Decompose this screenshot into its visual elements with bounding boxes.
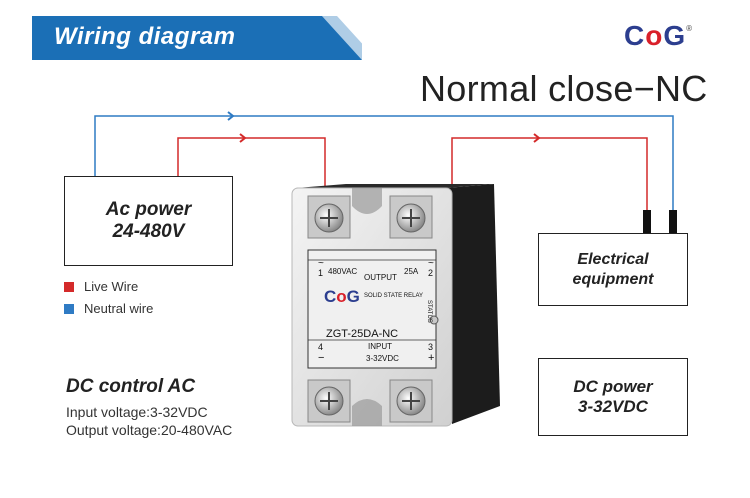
electrical-equipment-box: Electrical equipment bbox=[538, 233, 688, 306]
legend-neutral: Neutral wire bbox=[64, 301, 153, 316]
tilde-right: ~ bbox=[428, 258, 434, 269]
neutral-wire bbox=[94, 115, 674, 212]
ac-power-label: Ac power bbox=[105, 199, 192, 220]
dc-power-box: DC power 3-32VDC bbox=[538, 358, 688, 436]
solid-state-relay: 1 480VAC OUTPUT 25A 2 ~ ~ CoG SOLID STAT… bbox=[286, 180, 502, 450]
legend-live: Live Wire bbox=[64, 279, 138, 294]
relay-status-label: STATUS bbox=[426, 300, 432, 323]
relay-brand: CoG bbox=[324, 287, 360, 306]
relay-model: ZGT-25DA-NC bbox=[326, 328, 399, 340]
plug-prong-live bbox=[643, 210, 651, 234]
output-voltage-spec: Output voltage:20-480VAC bbox=[66, 422, 233, 438]
minus-sign: − bbox=[318, 352, 325, 364]
relay-body bbox=[291, 184, 500, 427]
live-arrow-right bbox=[533, 133, 541, 143]
brand-logo: CoG® bbox=[624, 20, 694, 51]
ac-power-box: Ac power 24-480V bbox=[64, 176, 233, 266]
relay-output-label: OUTPUT bbox=[364, 273, 397, 282]
live-wire-output bbox=[451, 137, 648, 212]
tilde-left: ~ bbox=[318, 258, 324, 269]
live-arrow-left bbox=[239, 133, 247, 143]
relay-input-label: INPUT bbox=[368, 342, 392, 351]
dc-control-title: DC control AC bbox=[66, 376, 196, 397]
section-banner: Wiring diagram bbox=[32, 16, 362, 60]
terminal-4-label: 4 bbox=[318, 342, 324, 352]
relay-subtitle: SOLID STATE RELAY bbox=[364, 293, 424, 299]
live-wire-input bbox=[177, 137, 326, 186]
relay-amp-rating: 25A bbox=[404, 267, 419, 276]
plug-prong-neutral bbox=[669, 210, 677, 234]
terminal-1-label: 1 bbox=[318, 268, 324, 278]
relay-ac-rating: 480VAC bbox=[328, 267, 358, 276]
plus-sign: + bbox=[428, 352, 435, 364]
neutral-swatch bbox=[64, 304, 74, 314]
banner-shape bbox=[32, 16, 362, 60]
terminal-3-label: 3 bbox=[428, 342, 434, 352]
neutral-arrow bbox=[227, 111, 235, 121]
terminal-2-label: 2 bbox=[428, 268, 434, 278]
banner-title: Wiring diagram bbox=[54, 23, 236, 50]
ac-power-voltage: 24-480V bbox=[112, 221, 185, 242]
relay-dc-rating: 3-32VDC bbox=[366, 354, 399, 363]
live-swatch bbox=[64, 282, 74, 292]
mode-title: Normal close−NC bbox=[420, 68, 708, 109]
input-voltage-spec: Input voltage:3-32VDC bbox=[66, 404, 208, 420]
